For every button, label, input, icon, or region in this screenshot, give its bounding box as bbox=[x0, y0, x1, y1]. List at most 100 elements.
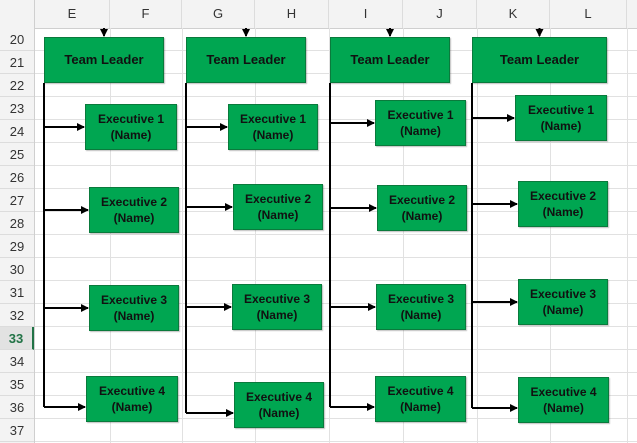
column-header-e[interactable]: E bbox=[35, 0, 110, 28]
column-header-i[interactable]: I bbox=[329, 0, 403, 28]
row-header-22[interactable]: 22 bbox=[0, 74, 34, 97]
row-gridline bbox=[35, 142, 637, 143]
row-header-32[interactable]: 32 bbox=[0, 304, 34, 327]
executive-name-placeholder: (Name) bbox=[113, 211, 155, 225]
executive-title: Executive 3 bbox=[387, 292, 455, 306]
team-leader-box[interactable]: Team Leader bbox=[186, 37, 306, 83]
executive-title: Executive 4 bbox=[387, 384, 454, 398]
column-gridline bbox=[627, 28, 628, 443]
row-header-31[interactable]: 31 bbox=[0, 281, 34, 304]
executive-title: Executive 3 bbox=[529, 287, 597, 301]
row-header-30[interactable]: 30 bbox=[0, 258, 34, 281]
executive-text: Executive 3(Name) bbox=[388, 291, 454, 323]
team-leader-box[interactable]: Team Leader bbox=[330, 37, 450, 83]
executive-name-placeholder: (Name) bbox=[256, 308, 298, 322]
column-gridline bbox=[182, 28, 183, 443]
row-gridline bbox=[35, 441, 637, 442]
executive-name-placeholder: (Name) bbox=[258, 406, 300, 420]
column-gridline bbox=[403, 28, 404, 443]
executive-title: Executive 1 bbox=[527, 103, 595, 117]
select-all-corner[interactable] bbox=[0, 0, 35, 28]
column-gridline bbox=[255, 28, 256, 443]
row-header-21[interactable]: 21 bbox=[0, 51, 34, 74]
row-header-33[interactable]: 33 bbox=[0, 327, 34, 350]
row-gridline bbox=[35, 119, 637, 120]
row-gridline bbox=[35, 96, 637, 97]
executive-3-box[interactable]: Executive 3(Name) bbox=[89, 285, 179, 331]
executive-text: Executive 4(Name) bbox=[530, 384, 596, 416]
executive-text: Executive 2 (Name) bbox=[530, 188, 596, 220]
team-leader-box[interactable]: Team Leader bbox=[44, 37, 164, 83]
executive-3-box[interactable]: Executive 3 (Name) bbox=[518, 279, 608, 325]
executive-name-placeholder: (Name) bbox=[113, 309, 155, 323]
executive-4-box[interactable]: Executive 4 (Name) bbox=[234, 382, 324, 428]
executive-text: Executive 3 (Name) bbox=[530, 286, 596, 318]
row-gridline bbox=[35, 188, 637, 189]
executive-title: Executive 3 bbox=[243, 292, 311, 306]
row-header-24[interactable]: 24 bbox=[0, 120, 34, 143]
team-leader-box[interactable]: Team Leader bbox=[472, 37, 607, 83]
column-header-g[interactable]: G bbox=[182, 0, 255, 28]
row-gridline bbox=[35, 303, 637, 304]
team-leader-label: Team Leader bbox=[206, 52, 286, 67]
executive-title: Executive 4 bbox=[245, 390, 313, 404]
row-header-23[interactable]: 23 bbox=[0, 97, 34, 120]
row-header-29[interactable]: 29 bbox=[0, 235, 34, 258]
executive-name-placeholder: (Name) bbox=[542, 303, 584, 317]
column-header-j[interactable]: J bbox=[403, 0, 477, 28]
executive-2-box[interactable]: Executive 2(Name) bbox=[233, 184, 323, 230]
executive-name-placeholder: (Name) bbox=[111, 400, 153, 414]
executive-2-box[interactable]: Executive 2 (Name) bbox=[518, 181, 608, 227]
executive-1-box[interactable]: Executive 1(Name) bbox=[375, 100, 466, 146]
column-header-l[interactable]: L bbox=[550, 0, 627, 28]
column-header-h[interactable]: H bbox=[255, 0, 329, 28]
executive-name-placeholder: (Name) bbox=[400, 400, 441, 414]
executive-text: Executive 1 (Name) bbox=[528, 102, 594, 134]
executive-title: Executive 2 bbox=[529, 189, 597, 203]
column-header-k[interactable]: K bbox=[477, 0, 550, 28]
executive-name-placeholder: (Name) bbox=[400, 124, 441, 138]
executive-1-box[interactable]: Executive 1(Name) bbox=[228, 104, 318, 150]
executive-title: Executive 2 bbox=[388, 193, 456, 207]
row-header-36[interactable]: 36 bbox=[0, 396, 34, 419]
executive-text: Executive 2(Name) bbox=[245, 191, 311, 223]
row-header-20[interactable]: 20 bbox=[0, 28, 34, 51]
executive-name-placeholder: (Name) bbox=[252, 128, 294, 142]
column-header-bar bbox=[0, 0, 637, 29]
row-header-28[interactable]: 28 bbox=[0, 212, 34, 235]
executive-3-box[interactable]: Executive 3(Name) bbox=[376, 284, 466, 330]
executive-name-placeholder: (Name) bbox=[401, 209, 443, 223]
row-header-27[interactable]: 27 bbox=[0, 189, 34, 212]
executive-3-box[interactable]: Executive 3 (Name) bbox=[232, 284, 322, 330]
executive-title: Executive 4 bbox=[98, 384, 166, 398]
row-header-34[interactable]: 34 bbox=[0, 350, 34, 373]
executive-title: Executive 2 bbox=[100, 195, 168, 209]
row-gridline bbox=[35, 234, 637, 235]
executive-text: Executive 4 (Name) bbox=[387, 383, 453, 415]
executive-name-placeholder: (Name) bbox=[257, 208, 299, 222]
executive-2-box[interactable]: Executive 2 (Name) bbox=[377, 185, 467, 231]
row-header-35[interactable]: 35 bbox=[0, 373, 34, 396]
executive-name-placeholder: (Name) bbox=[540, 119, 582, 133]
executive-4-box[interactable]: Executive 4 (Name) bbox=[86, 376, 178, 422]
executive-title: Executive 4 bbox=[530, 385, 597, 399]
executive-text: Executive 2 (Name) bbox=[389, 192, 455, 224]
executive-2-box[interactable]: Executive 2 (Name) bbox=[89, 187, 179, 233]
row-header-25[interactable]: 25 bbox=[0, 143, 34, 166]
row-gridline bbox=[35, 165, 637, 166]
executive-1-box[interactable]: Executive 1(Name) bbox=[85, 104, 177, 150]
row-header-26[interactable]: 26 bbox=[0, 166, 34, 189]
executive-4-box[interactable]: Executive 4 (Name) bbox=[375, 376, 466, 422]
row-gridline bbox=[35, 418, 637, 419]
executive-1-box[interactable]: Executive 1 (Name) bbox=[515, 95, 607, 141]
executive-name-placeholder: (Name) bbox=[542, 205, 584, 219]
column-header-f[interactable]: F bbox=[110, 0, 182, 28]
executive-title: Executive 1 bbox=[97, 112, 165, 126]
row-header-37[interactable]: 37 bbox=[0, 419, 34, 442]
executive-text: Executive 2 (Name) bbox=[101, 194, 167, 226]
row-gridline bbox=[35, 372, 637, 373]
executive-text: Executive 3(Name) bbox=[101, 292, 167, 324]
executive-4-box[interactable]: Executive 4(Name) bbox=[518, 377, 609, 423]
